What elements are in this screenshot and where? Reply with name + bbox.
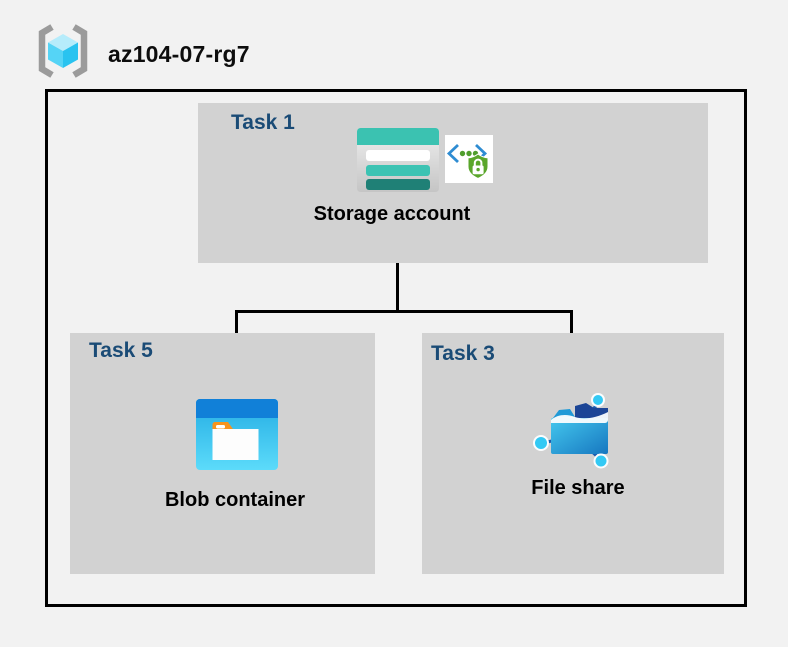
resource-group-icon <box>38 24 88 78</box>
file-share-icon <box>533 393 609 469</box>
blob-container-icon <box>196 399 278 470</box>
task1-group: Task 1 Storage account <box>198 103 708 263</box>
file-share-label: File share <box>531 477 625 499</box>
resource-group-boundary <box>45 89 747 607</box>
resource-group-name: az104-07-rg7 <box>108 41 250 67</box>
blob-container-label: Blob container <box>164 489 305 511</box>
task3-label: Task 3 <box>431 342 495 365</box>
task3-group: Task 3 File share <box>422 333 724 574</box>
task5-label: Task 5 <box>89 339 153 362</box>
code-security-icon <box>445 135 493 183</box>
task5-group: Task 5 Blob container <box>70 333 375 574</box>
storage-account-icon <box>357 128 439 192</box>
task1-label: Task 1 <box>231 111 295 134</box>
storage-account-label: Storage account <box>313 203 471 225</box>
